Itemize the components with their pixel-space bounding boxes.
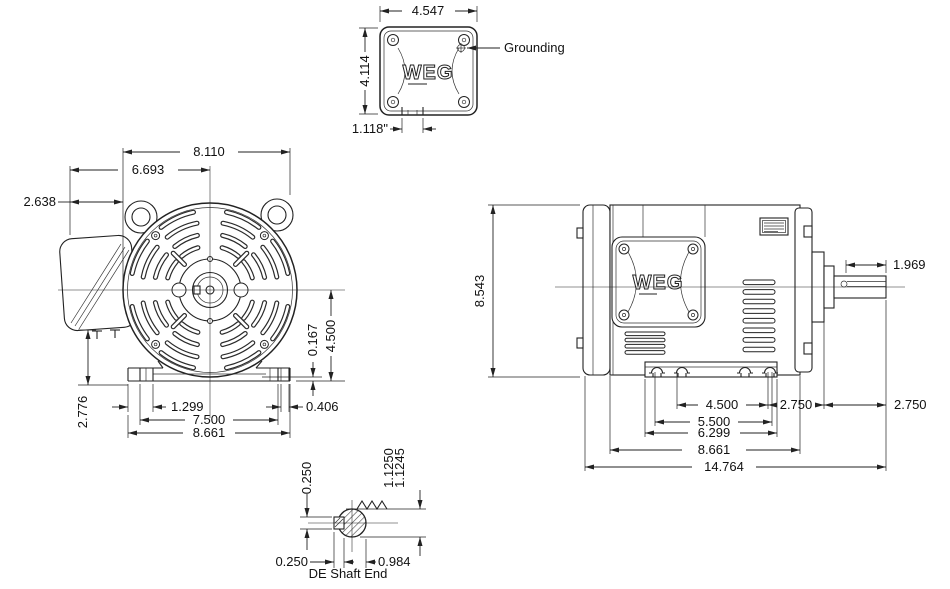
motor-side-view: WEG 8.543 1.969 — [472, 204, 927, 474]
cooling-fin — [742, 298, 776, 305]
dim-key-height: 0.250 — [299, 462, 332, 550]
dim-box-depth-label: 2.638 — [23, 194, 56, 209]
mounting-base-side — [644, 361, 778, 378]
fan-vent-slots — [129, 209, 291, 371]
dim-cover-gap: 0.167 — [262, 324, 345, 396]
dim-overall-height-label: 8.543 — [472, 275, 487, 308]
dim-box-height-label: 4.114 — [357, 55, 372, 87]
cooling-fin — [742, 346, 776, 353]
shaft-detail-caption: DE Shaft End — [309, 566, 388, 581]
dim-overall-width: 8.110 — [122, 144, 291, 286]
dim-shaft-length-label: 1.969 — [893, 257, 926, 272]
base-slot — [762, 367, 778, 377]
mounting-feet-front — [127, 360, 291, 382]
cooling-fin — [624, 337, 666, 343]
dim-shaft-height-label: 4.500 — [323, 320, 338, 353]
dim-right-offset-label: 2.750 — [894, 397, 927, 412]
shaft-cross-section — [308, 500, 398, 552]
dim-box-width: 4.547 — [379, 3, 478, 22]
dim-lug-width-label: 6.693 — [132, 162, 165, 177]
dim-box-depth: 2.638 — [23, 194, 123, 209]
dim-right-offset: 2.750 — [824, 397, 927, 412]
dim-flat: 0.984 — [365, 539, 411, 569]
dim-dia-max-label: 1.1250 — [381, 448, 396, 488]
dim-key-height-label: 0.250 — [299, 462, 314, 495]
terminal-box-top-view: WEG Grounding 4.547 4.114 — [352, 3, 565, 136]
grounding-callout: Grounding — [456, 40, 565, 55]
shaft-end-detail: 1.1250 1.1245 0.250 0.250 0.984 DE Shaft… — [275, 448, 426, 581]
centerlines-front — [58, 166, 345, 418]
cooling-fin — [742, 308, 776, 314]
dim-foot-span: 7.500 — [139, 384, 279, 427]
dim-foot-holes: 4.500 — [677, 397, 768, 412]
dim-overall-height: 8.543 — [472, 204, 580, 378]
dim-slot-width-label: 0.406 — [306, 399, 339, 414]
base-slot — [674, 367, 690, 377]
weg-logo: WEG — [402, 62, 454, 85]
dim-frame-length-label: 8.661 — [698, 442, 731, 457]
dim-lug-width: 6.693 — [69, 162, 210, 235]
dim-hole-spacing: 1.118" — [352, 118, 436, 136]
conduit-box-profile — [59, 234, 137, 339]
nameplate — [759, 217, 789, 236]
dim-base-width: 8.661 — [127, 384, 291, 440]
dim-foot-offset-label: 1.299 — [171, 399, 204, 414]
dim-diameter: 1.1250 1.1245 — [346, 448, 426, 556]
cooling-fin — [624, 331, 666, 337]
dim-foot-holes-label: 4.500 — [706, 397, 739, 412]
cooling-fin — [742, 289, 776, 295]
dim-dia-min-label: 1.1245 — [392, 448, 407, 488]
cooling-fin — [624, 350, 666, 355]
dim-foot-offset: 1.299 — [112, 384, 204, 414]
cooling-fins — [624, 279, 776, 355]
dim-foot-holes-outer-label: 5.500 — [698, 414, 731, 429]
dim-cover-gap-label: 0.167 — [305, 324, 320, 357]
terminal-box-body — [379, 26, 478, 116]
base-slot — [737, 367, 753, 377]
cooling-fin — [742, 337, 776, 343]
base-mounting-slots — [649, 367, 778, 377]
dim-left-offset-label: 2.750 — [780, 397, 813, 412]
dim-base-length: 6.299 — [645, 425, 777, 440]
dim-frame-length: 8.661 — [610, 442, 800, 457]
cooling-fin — [742, 327, 776, 334]
base-slot — [649, 367, 665, 377]
cooling-fin — [742, 317, 776, 324]
dim-shaft-height: 4.500 — [323, 290, 338, 381]
dim-foot-holes-outer: 5.500 — [655, 414, 772, 429]
dim-flat-label: 0.984 — [378, 554, 411, 569]
cooling-fin — [624, 343, 666, 349]
cooling-fin — [742, 279, 776, 286]
dim-base-length-label: 6.299 — [698, 425, 731, 440]
dim-box-height: 2.776 — [75, 329, 128, 429]
weg-logo-text-side: WEG — [633, 272, 684, 294]
terminal-box-side: WEG — [611, 236, 706, 328]
grounding-label: Grounding — [504, 40, 565, 55]
dim-overall-width-label: 8.110 — [193, 144, 225, 159]
surface-finish-icon — [356, 499, 388, 511]
dim-foot-span-label: 7.500 — [193, 412, 226, 427]
dim-slot-width: 0.406 — [266, 384, 339, 414]
dim-base-width-label: 8.661 — [193, 425, 226, 440]
weg-logo-text: WEG — [403, 62, 454, 84]
dim-hole-spacing-label: 1.118" — [352, 121, 389, 136]
extension-lines-bottom — [584, 300, 887, 471]
dim-box-height: 4.114 — [357, 27, 378, 115]
dim-key-width: 0.250 — [275, 532, 354, 569]
dim-key-width-label: 0.250 — [275, 554, 308, 569]
dim-box-height-label: 2.776 — [75, 396, 90, 429]
dim-box-width-label: 4.547 — [412, 3, 445, 18]
motor-front-view: 8.110 6.693 2.638 0.167 4.500 — [23, 144, 345, 440]
fan-vent-slot-paths — [130, 210, 290, 370]
dim-overall-length: 14.764 — [585, 459, 886, 474]
dim-shaft-length: 1.969 — [845, 257, 926, 273]
dim-left-offset: 2.750 — [768, 397, 824, 412]
dim-overall-length-label: 14.764 — [704, 459, 744, 474]
